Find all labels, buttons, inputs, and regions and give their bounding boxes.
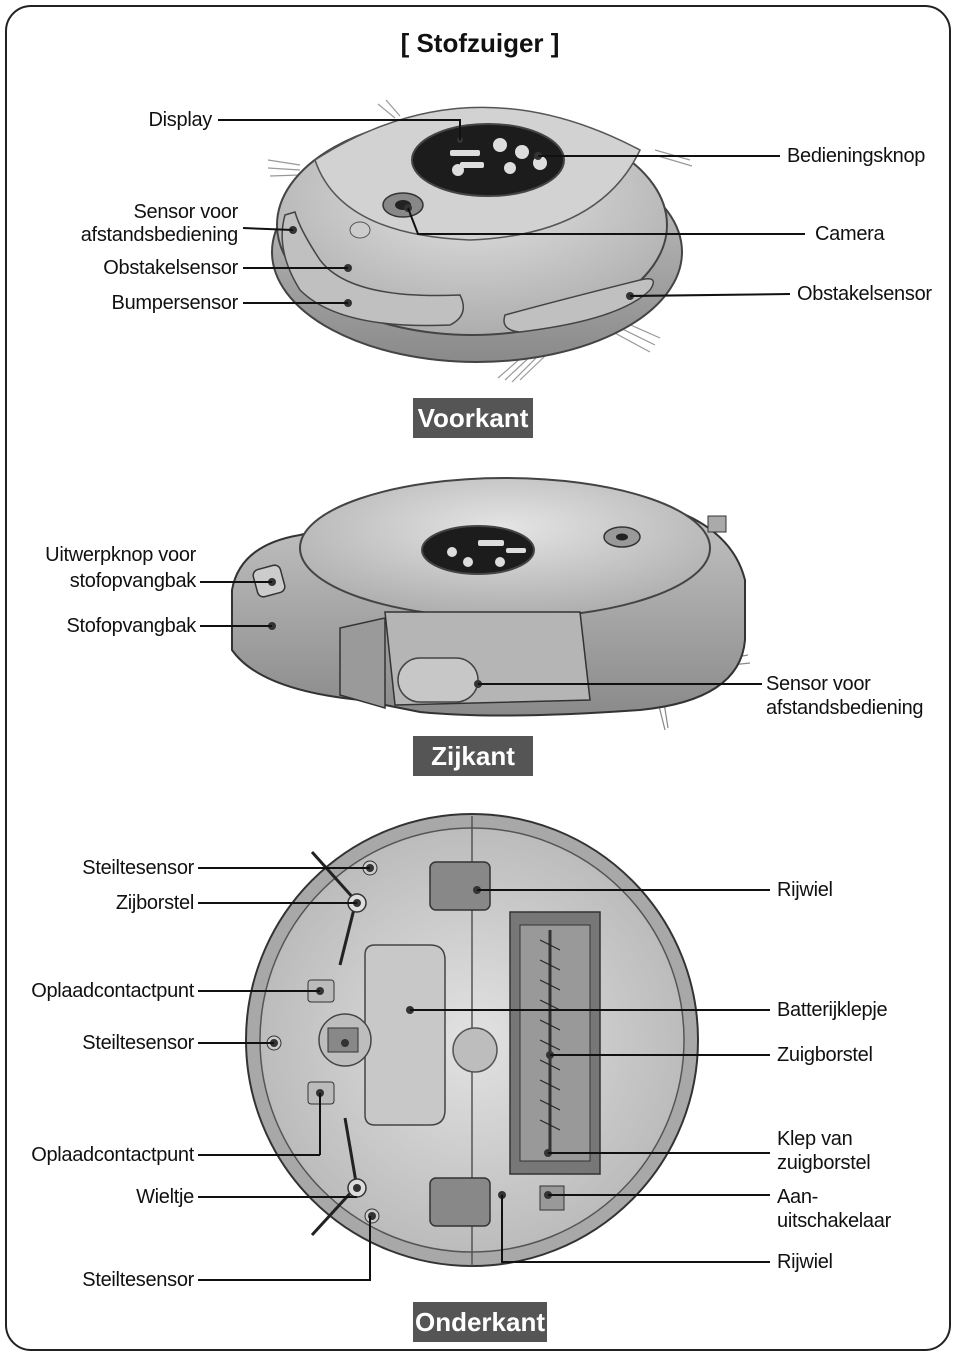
page-title: [ Stofzuiger ] (400, 28, 560, 58)
label-charge-contact-1: Oplaadcontactpunt (31, 980, 194, 1002)
label-obstacle-sensor-right: Obstakelsensor (797, 283, 932, 305)
label-cliff-sensor-1: Steiltesensor (82, 857, 194, 879)
label-display: Display (148, 109, 213, 131)
label-remote-sensor-front-line2: afstandsbediening (80, 224, 239, 246)
side-view-robot (231, 477, 751, 731)
bottom-leader-lines (198, 867, 770, 1281)
label-eject-button-line2: stofopvangbak (69, 570, 197, 592)
label-bumper-sensor: Bumpersensor (111, 292, 239, 314)
front-view-robot (267, 99, 693, 383)
label-cliff-sensor-3: Steiltesensor (82, 1269, 194, 1291)
label-drive-wheel-1: Rijwiel (777, 879, 833, 901)
label-control-button: Bedieningsknop (787, 145, 926, 167)
label-power-switch-line2: uitschakelaar (777, 1210, 891, 1232)
label-battery-cover: Batterijklepje (777, 999, 888, 1021)
section-badge-front: Voorkant (413, 398, 533, 438)
front-leader-lines (218, 119, 805, 304)
page-frame (5, 5, 951, 1351)
section-badge-side: Zijkant (413, 736, 533, 776)
label-brush-cover-line1: Klep van (777, 1128, 853, 1150)
label-camera: Camera (815, 223, 885, 245)
label-drive-wheel-2: Rijwiel (777, 1251, 833, 1273)
label-eject-button-line1: Uitwerpknop voor (45, 544, 196, 566)
label-charge-contact-2: Oplaadcontactpunt (31, 1144, 194, 1166)
label-obstacle-sensor-left: Obstakelsensor (103, 257, 238, 279)
label-brush-cover-line2: zuigborstel (777, 1152, 871, 1174)
label-remote-sensor-front-line1: Sensor voor (133, 201, 238, 223)
bottom-view-robot (245, 813, 699, 1267)
label-power-switch-line1: Aan- (777, 1186, 819, 1208)
label-caster: Wieltje (136, 1186, 194, 1208)
label-dustbin: Stofopvangbak (66, 615, 196, 637)
side-leader-lines (200, 581, 762, 685)
label-main-brush: Zuigborstel (777, 1044, 873, 1066)
label-cliff-sensor-2: Steiltesensor (82, 1032, 194, 1054)
label-remote-sensor-side-line1: Sensor voor (766, 673, 871, 695)
label-side-brush: Zijborstel (115, 892, 194, 914)
section-badge-bottom: Onderkant (413, 1302, 547, 1342)
label-remote-sensor-side-line2: afstandsbediening (766, 697, 924, 719)
